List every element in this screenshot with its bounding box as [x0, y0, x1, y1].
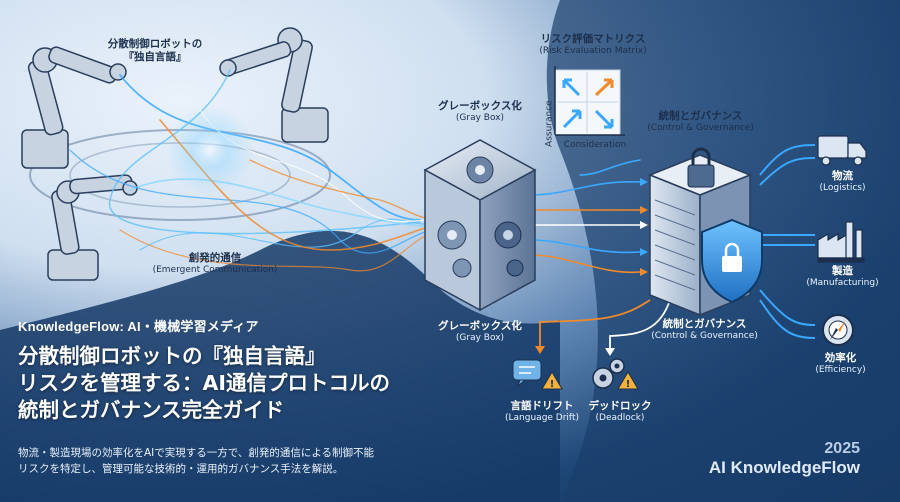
risk-language-drift-jp: 言語ドリフト: [510, 400, 574, 412]
risk-matrix-x-axis: Consideration: [563, 140, 627, 150]
output-efficiency-jp: 効率化: [824, 352, 857, 364]
risk-deadlock-en: (Deadlock): [595, 413, 645, 424]
output-logistics-en: (Logistics): [819, 183, 866, 194]
description: 物流・製造現場の効率化をAIで実現する一方で、創発的通信による制御不能 リスクを…: [18, 445, 578, 477]
shield-lock-icon: [701, 218, 763, 304]
risk-matrix-label: リスク評価マトリクス (Risk Evaluation Matrix): [528, 33, 658, 57]
governance-label-bottom: 統制とガバナンス (Control & Governance): [642, 318, 767, 342]
media-name: KnowledgeFlow: AI・機械学習メディア: [18, 319, 259, 334]
risk-language-drift: 言語ドリフト (Language Drift): [492, 400, 592, 424]
brand-name: AI KnowledgeFlow: [708, 458, 860, 477]
emergent-en: (Emergent Communication): [152, 265, 278, 276]
gears-warning-icon: !: [592, 358, 639, 390]
robot-arm-icon: [219, 27, 329, 143]
headline-block: KnowledgeFlow: AI・機械学習メディア 分散制御ロボットの『独自言…: [18, 319, 538, 424]
factory-icon: [817, 221, 865, 263]
page-title-line3: 統制とガバナンス完全ガイド: [18, 398, 285, 422]
description-line2: リスクを特定し、管理可能な技術的・運用的ガバナンス手法を解説。: [18, 463, 344, 475]
governance-bottom-jp: 統制とガバナンス: [662, 318, 747, 330]
brand-year: 2025: [824, 440, 860, 457]
emergent-label: 創発的通信 (Emergent Communication): [130, 252, 300, 276]
risk-deadlock-jp: デッドロック: [588, 400, 652, 412]
governance-label-top: 統制とガバナンス (Control & Governance): [638, 110, 763, 134]
risk-language-drift-en: (Language Drift): [505, 413, 579, 424]
governance-top-jp: 統制とガバナンス: [658, 110, 743, 122]
page-title-line1: 分散制御ロボットの『独自言語』: [18, 344, 326, 368]
gray-box-top-en: (Gray Box): [455, 113, 505, 124]
svg-text:!: !: [626, 379, 631, 390]
governance-bottom-en: (Control & Governance): [651, 331, 758, 342]
robots-label: 分散制御ロボットの 『独自言語』: [95, 38, 215, 64]
risk-deadlock: デッドロック (Deadlock): [575, 400, 665, 424]
output-manufacturing: 製造 (Manufacturing): [795, 265, 890, 289]
output-logistics-jp: 物流: [832, 170, 853, 182]
output-efficiency: 効率化 (Efficiency): [798, 352, 883, 376]
page-title-line2: リスクを管理する：AI通信プロトコルの: [18, 371, 390, 395]
chat-warning-icon: !: [512, 359, 563, 390]
description-line1: 物流・製造現場の効率化をAIで実現する一方で、創発的通信による制御不能: [18, 447, 375, 459]
gray-box-top-jp: グレーボックス化: [438, 100, 522, 112]
gray-box-bottom-en: (Gray Box): [455, 333, 505, 344]
gray-box-bottom-jp: グレーボックス化: [438, 320, 522, 332]
compass-gear-icon: [822, 314, 854, 346]
output-logistics: 物流 (Logistics): [800, 170, 885, 194]
output-efficiency-en: (Efficiency): [815, 365, 866, 376]
robot-arm-icon: [47, 174, 138, 281]
risk-matrix-jp: リスク評価マトリクス: [540, 33, 646, 45]
gray-box-label-bottom: グレーボックス化 (Gray Box): [405, 320, 555, 344]
gray-box-label-top: グレーボックス化 (Gray Box): [410, 100, 550, 124]
truck-icon: [817, 135, 867, 166]
governance-top-en: (Control & Governance): [647, 123, 754, 134]
robot-arm-icon: [21, 46, 127, 169]
output-manufacturing-en: (Manufacturing): [806, 278, 879, 289]
output-manufacturing-jp: 製造: [832, 265, 853, 277]
emergent-jp: 創発的通信: [188, 252, 242, 264]
svg-text:!: !: [550, 379, 555, 390]
brand-block: 2025 AI KnowledgeFlow: [709, 440, 860, 478]
risk-matrix-y-axis: Assurance: [544, 100, 555, 147]
robots-label-line1: 分散制御ロボットの: [107, 38, 203, 50]
risk-matrix-en: (Risk Evaluation Matrix): [539, 46, 647, 57]
risk-matrix: [554, 66, 625, 136]
gray-box-cube: [423, 139, 537, 312]
robots-label-line2: 『独自言語』: [123, 51, 187, 64]
